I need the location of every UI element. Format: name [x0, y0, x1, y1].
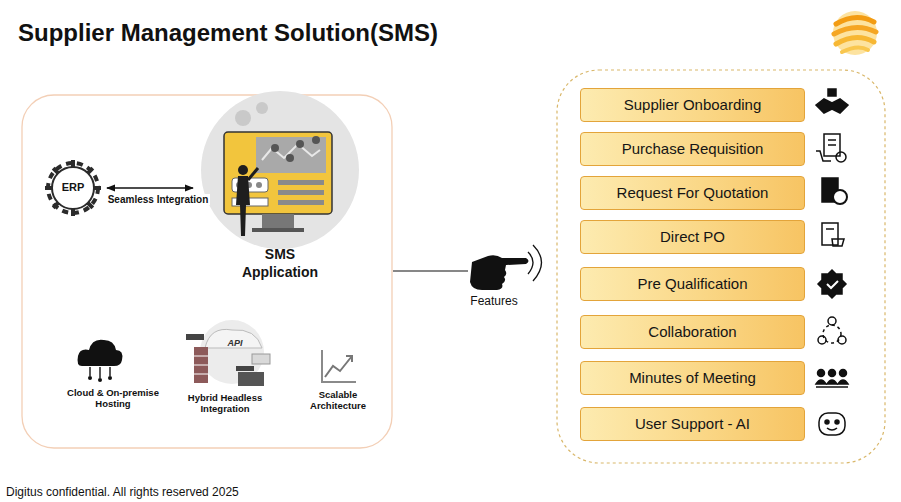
- sms-illustration: [201, 91, 359, 249]
- sms-application: SMS Application: [195, 95, 365, 283]
- feature-box: Direct PO: [580, 220, 805, 254]
- node-text: User Support - AI: [635, 415, 750, 434]
- node-text: Minutes of Meeting: [629, 369, 756, 388]
- feature-box: Pre Qualification: [580, 267, 805, 301]
- node-text: Pre Qualification: [637, 275, 747, 294]
- features-panel: [557, 70, 885, 463]
- api-text: API: [220, 338, 250, 349]
- node-text: Request For Quotation: [617, 184, 769, 203]
- feature-box: User Support - AI: [580, 407, 805, 441]
- node-text: Supplier Onboarding: [624, 96, 762, 115]
- feature-box: Minutes of Meeting: [580, 361, 805, 395]
- node-text: SMS Application: [230, 246, 330, 281]
- pointing-hand-icon: [470, 245, 542, 290]
- edge-label: Seamless Integration: [106, 194, 211, 205]
- erp-gear-icon: [45, 160, 101, 216]
- features-label: Features: [458, 294, 530, 308]
- hosting-label: Cloud & On-premise Hosting: [58, 387, 168, 410]
- cloud-icon: [78, 340, 123, 382]
- architecture-label: Scalable Architecture: [293, 389, 383, 412]
- erp-circle: ERP: [49, 164, 97, 212]
- feature-box: Purchase Requisition: [580, 132, 805, 166]
- page-title: Supplier Management Solution(SMS): [18, 19, 438, 47]
- node-text: Purchase Requisition: [622, 140, 764, 159]
- integration-arrow: [107, 187, 193, 188]
- footer-note: Digitus confidential. All rights reserve…: [6, 485, 406, 499]
- feature-box: Collaboration: [580, 315, 805, 349]
- node-text: ERP: [62, 181, 85, 195]
- api-icon: [186, 320, 270, 386]
- company-logo: [833, 11, 877, 55]
- node-text: Direct PO: [660, 228, 725, 247]
- features-line: [393, 270, 468, 271]
- feature-icons: [816, 89, 848, 435]
- node-text: Collaboration: [648, 323, 736, 342]
- feature-box: Request For Quotation: [580, 176, 805, 210]
- chart-icon: [322, 350, 356, 382]
- integration-label: Hybrid Headless Integration: [170, 392, 280, 415]
- feature-box: Supplier Onboarding: [580, 88, 805, 122]
